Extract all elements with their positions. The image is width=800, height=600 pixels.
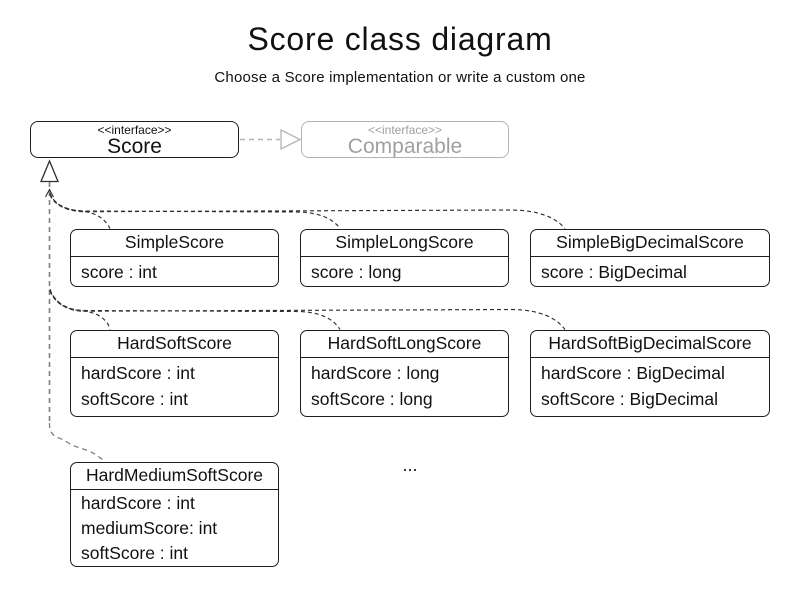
class-name: HardSoftBigDecimalScore [531,331,769,358]
class-name: HardSoftScore [71,331,278,358]
interface-name: Comparable [347,135,463,158]
class-box-simplebigdecimalscore: SimpleBigDecimalScore score : BigDecimal [530,229,770,287]
class-attribute: softScore : int [81,543,188,563]
diagram-subtitle: Choose a Score implementation or write a… [214,69,586,86]
edge-hardsoftbigdecimalscore-to-score [49,290,566,330]
class-box-simplescore: SimpleScore score : int [70,229,279,287]
class-attribute: softScore : BigDecimal [541,389,719,409]
edge-hardsoftlongscore-to-score [49,289,341,330]
class-attribute: softScore : long [311,389,433,409]
realization-arrowhead-score [40,159,59,183]
edge-hardsoftscore-to-score [49,288,111,330]
class-attribute: mediumScore: int [81,518,218,538]
class-box-hardmediumsoftscore: HardMediumSoftScore hardScore : int medi… [70,462,279,567]
more-implementations-ellipsis: ... [402,455,418,475]
edge-simplebigdecimalscore-to-score [49,194,566,229]
class-name: HardSoftLongScore [301,331,508,358]
diagram-title: Score class diagram [247,21,553,57]
class-name: SimpleLongScore [301,230,508,257]
class-attribute: score : int [81,262,157,282]
edge-simplelongscore-to-score [49,193,341,229]
class-box-hardsoftlongscore: HardSoftLongScore hardScore : long softS… [300,330,509,417]
class-attribute: hardScore : long [311,363,440,383]
class-attribute: softScore : int [81,389,188,409]
class-attribute: score : BigDecimal [541,262,687,282]
class-attribute: hardScore : int [81,493,195,513]
class-attribute: score : long [311,262,402,282]
class-attribute: hardScore : int [81,363,195,383]
interface-stereotype: <<interface>> [97,123,172,137]
class-attribute: hardScore : BigDecimal [541,363,725,383]
interface-name: Score [107,135,162,158]
trunk-arrow-tip [45,188,54,198]
interface-box-score: <<interface>> Score [30,121,239,158]
interface-stereotype: <<interface>> [367,123,443,137]
class-box-hardsoftscore: HardSoftScore hardScore : int softScore … [70,330,279,417]
realization-arrowhead-comparable [280,128,302,151]
class-name: SimpleScore [71,230,278,257]
class-name: HardMediumSoftScore [71,463,278,490]
edge-hardmediumsoftscore-to-score [48,422,106,462]
class-box-hardsoftbigdecimalscore: HardSoftBigDecimalScore hardScore : BigD… [530,330,770,417]
interface-box-comparable: <<interface>> Comparable [301,121,509,158]
class-box-simplelongscore: SimpleLongScore score : long [300,229,509,287]
class-name: SimpleBigDecimalScore [531,230,769,257]
